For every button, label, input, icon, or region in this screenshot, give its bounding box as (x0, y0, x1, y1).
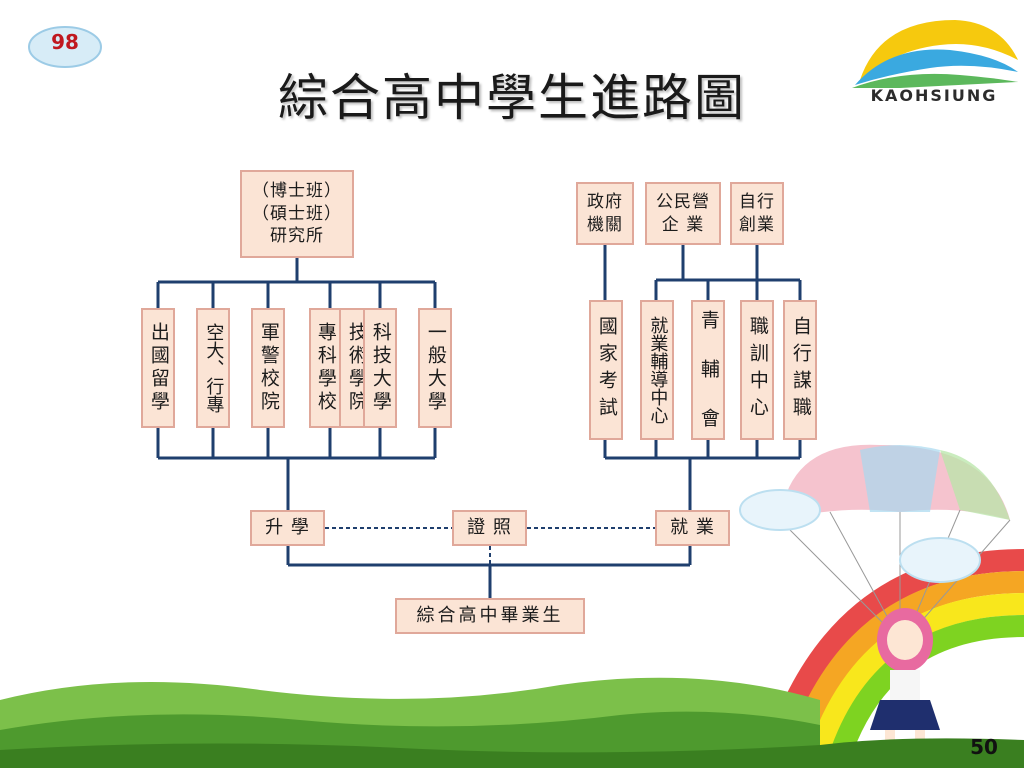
study-option-box: 空大、行專 (196, 308, 230, 428)
girl-character-illustration (870, 608, 940, 754)
graduate-school-box: （博士班） （碩士班） 研究所 (240, 170, 354, 258)
further-study-box: 升 學 (250, 510, 325, 546)
parachute-decoration (779, 444, 1011, 641)
slide-badge: 98 (51, 30, 79, 54)
certificate-box: 證 照 (452, 510, 527, 546)
employment-outcome-box: 公民營 企 業 (645, 182, 721, 245)
kaohsiung-logo (852, 20, 1018, 88)
graduate-box: 綜合高中畢業生 (395, 598, 585, 634)
study-option-box: 科技大學 (363, 308, 397, 428)
employment-outcome-box: 政府 機關 (576, 182, 634, 245)
employment-channel-box: 就業輔導中心 (640, 300, 674, 440)
employment-channel-box: 國家考試 (589, 300, 623, 440)
study-option-box: 一般大學 (418, 308, 452, 428)
page-number: 50 (970, 735, 998, 759)
employment-box: 就 業 (655, 510, 730, 546)
employment-outcome-box: 自行 創業 (730, 182, 784, 245)
employment-channel-box: 自行謀職 (783, 300, 817, 440)
logo-text: KAOHSIUNG (870, 86, 998, 105)
study-option-box: 專科學校 (309, 308, 341, 428)
study-option-box: 軍警校院 (251, 308, 285, 428)
study-option-box: 出國留學 (141, 308, 175, 428)
employment-channel-box: 青 輔 會 (691, 300, 725, 440)
employment-channel-box: 職訓中心 (740, 300, 774, 440)
hills-decoration (0, 677, 1024, 768)
cloud-decoration (739, 489, 981, 583)
badge-cloud (28, 26, 102, 68)
slide-title: 綜合高中學生進路圖 (278, 69, 746, 127)
